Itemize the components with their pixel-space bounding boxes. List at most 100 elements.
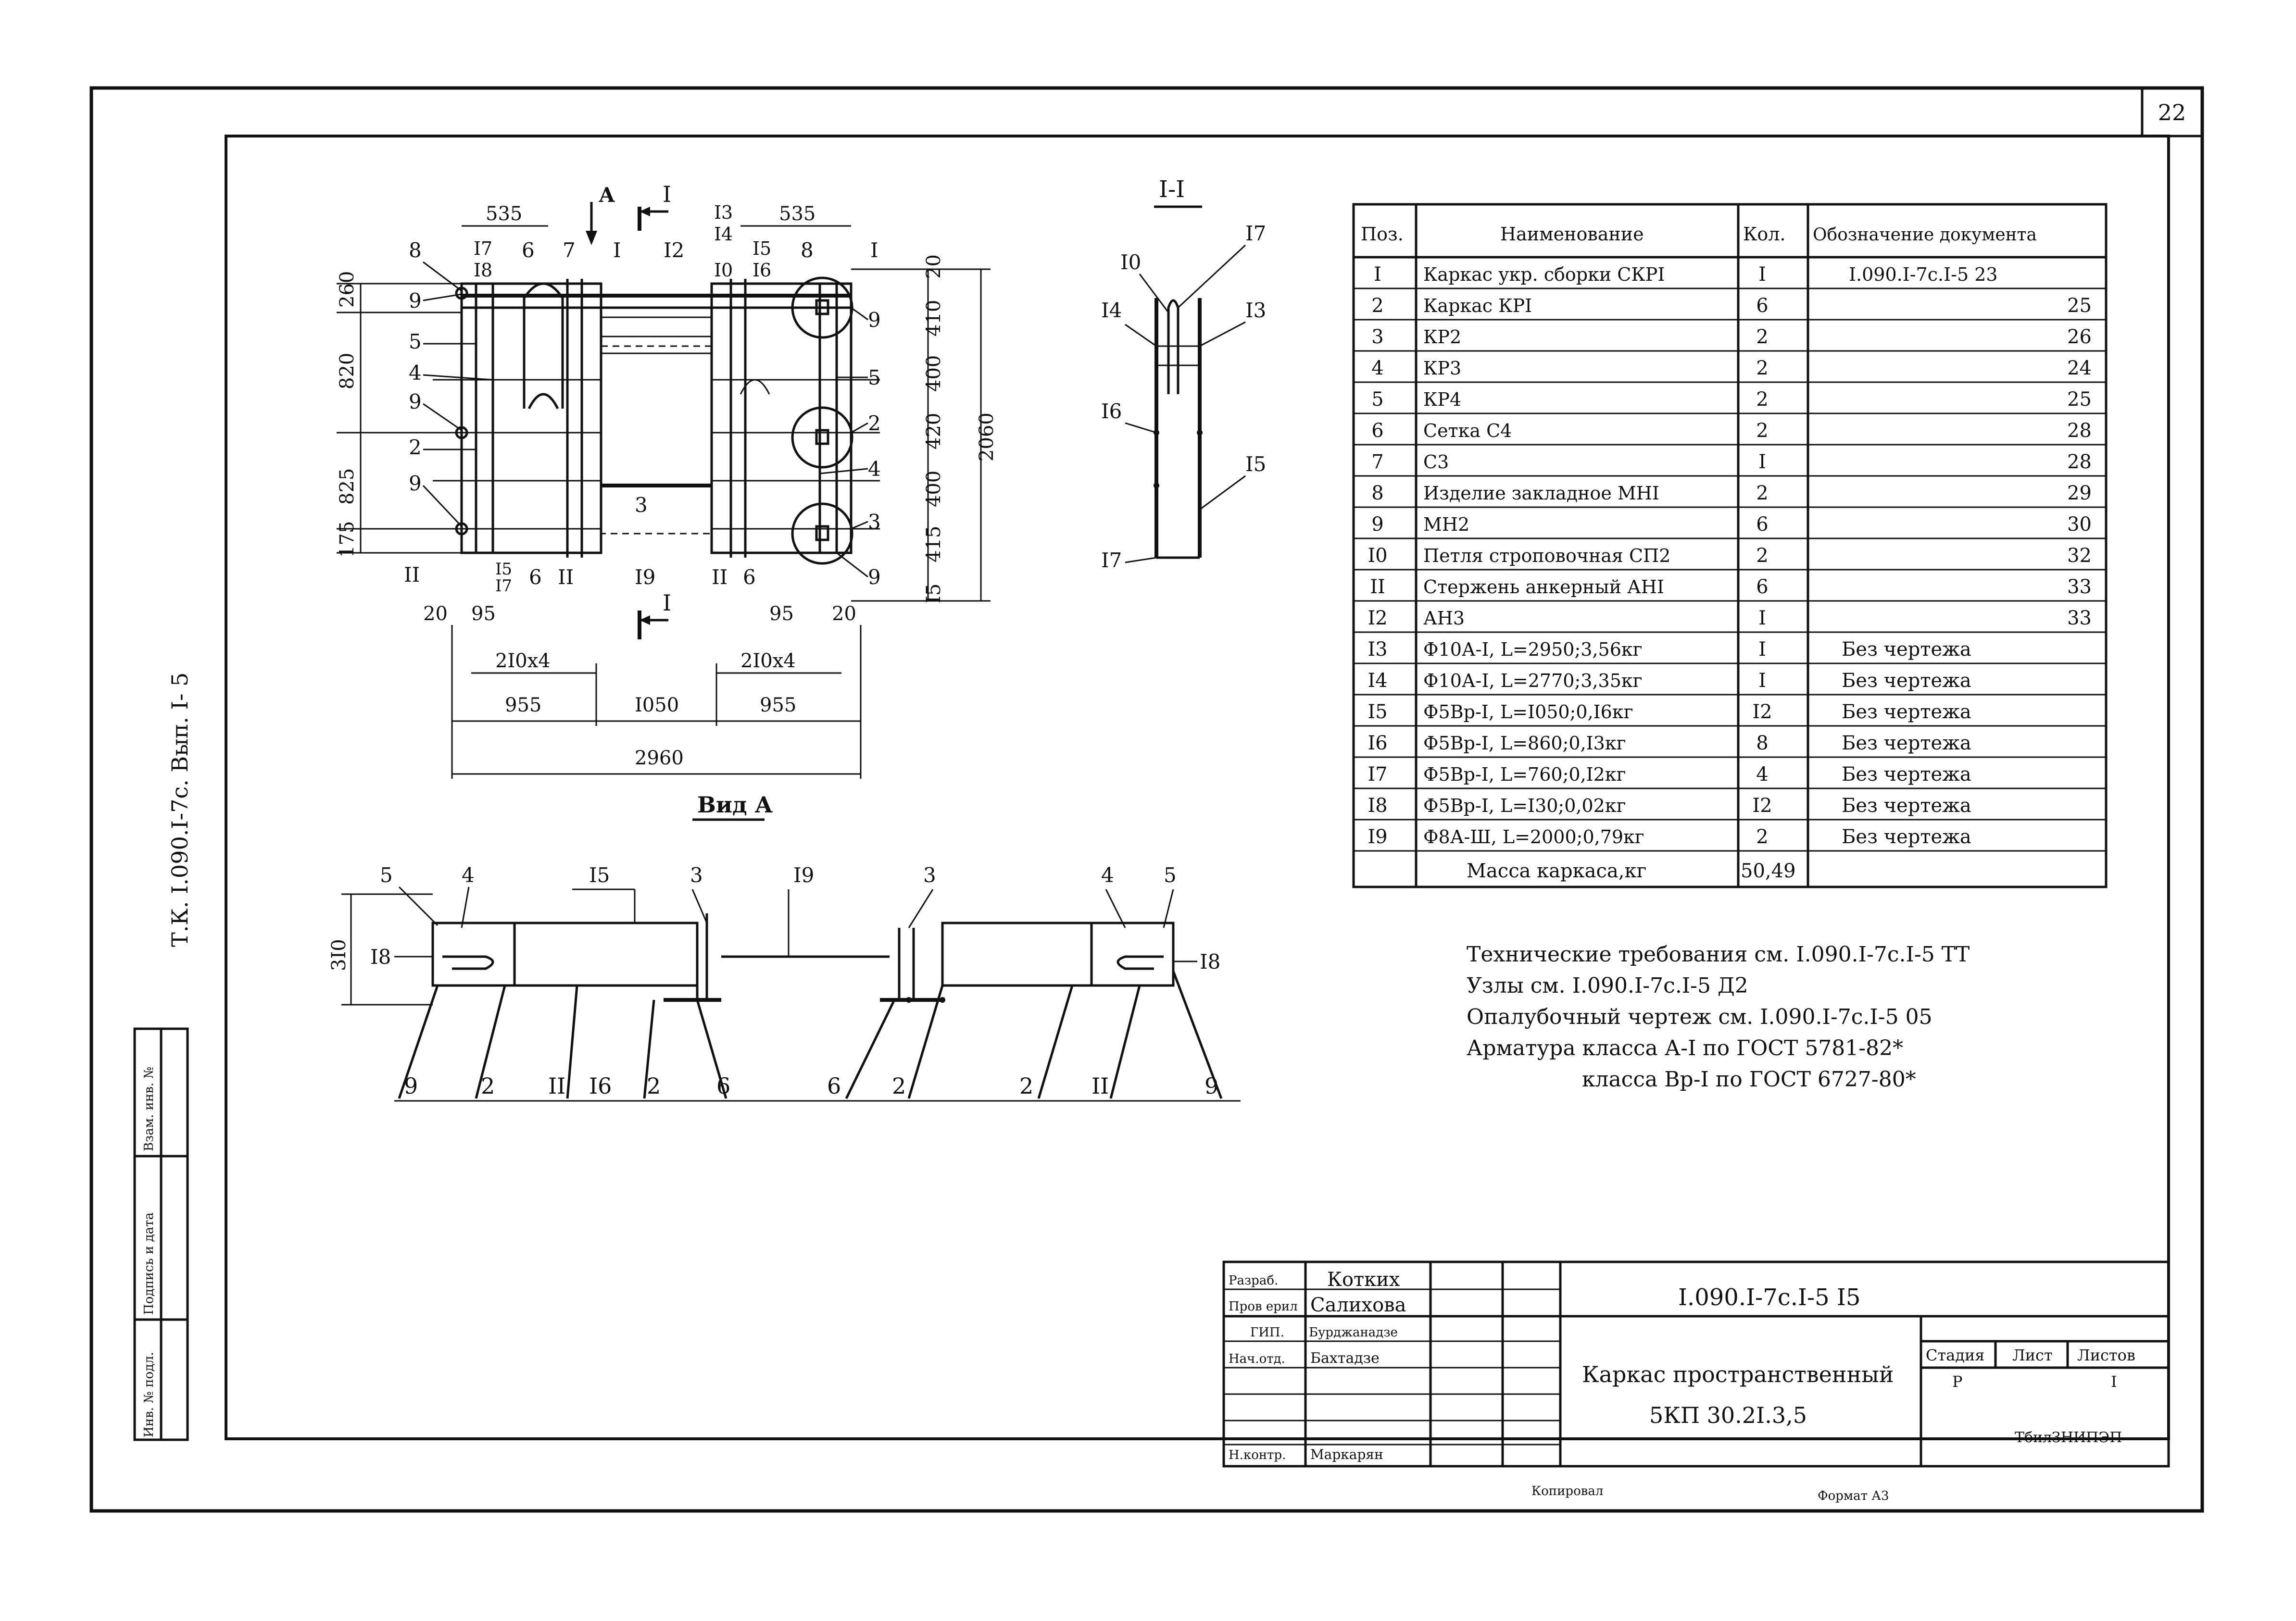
spec-cell-qty: 2: [1756, 482, 1768, 504]
spec-cell-doc: Без чертежа: [1842, 732, 1971, 754]
spec-cell-name: Ф5Вр-I, L=760;0,I2кг: [1423, 764, 1626, 785]
spec-cell-name: КР4: [1423, 389, 1461, 410]
spec-header-qty: Кол.: [1743, 224, 1786, 245]
spec-cell-pos: I9: [1368, 826, 1387, 848]
spec-cell-pos: I3: [1368, 638, 1387, 661]
note-3: Опалубочный чертеж см. I.090.I-7с.I-5 05: [1467, 1005, 1932, 1029]
dim-pitch-right: 2I0x4: [740, 650, 796, 672]
format-label: Формат А3: [1818, 1489, 1889, 1503]
sheet-number-box: [2141, 87, 2204, 137]
tb-name-5: Маркарян: [1310, 1446, 1383, 1462]
spec-cell-pos: 3: [1371, 326, 1383, 348]
tag-8a: 8: [409, 238, 422, 262]
tb-role-4: Нач.отд.: [1229, 1352, 1285, 1366]
tag-17b: I7: [495, 576, 512, 596]
elev-tag-2c: 2: [892, 1073, 906, 1099]
spec-cell-doc: I.090.I-7с.I-5 23: [1849, 264, 1998, 285]
left-stamp: Инв. № подл. Подпись и дата Взам. инв. №: [133, 1027, 189, 1441]
dim-bottom-20a: 20: [423, 603, 448, 625]
tb-org: ТбилЗНИПЭП: [2015, 1429, 2122, 1446]
note-5: класса Вр-I по ГОСТ 6727-80*: [1582, 1067, 1916, 1092]
side-code: Т.К. I.090.I-7с. Вып. I- 5: [167, 673, 193, 947]
spec-cell-qty: 6: [1756, 576, 1768, 598]
tag-17a: I7: [474, 238, 492, 259]
spec-cell-name: АН3: [1423, 608, 1465, 629]
spec-cell-pos: I: [1374, 263, 1381, 286]
dim-right-3: 400: [923, 355, 945, 392]
spec-cell-qty: 2: [1756, 420, 1768, 442]
spec-cell-doc: Без чертежа: [1842, 638, 1971, 661]
spec-cell-name: Ф8А-Ш, L=2000;0,79кг: [1423, 826, 1644, 848]
tag-10: I0: [714, 260, 733, 281]
tag-6b: 6: [529, 565, 542, 589]
elev-tag-15: I5: [589, 863, 610, 887]
tag-16a: I6: [753, 260, 771, 281]
spec-header-pos: Поз.: [1361, 224, 1404, 245]
elev-tag-6b: 6: [827, 1073, 841, 1099]
elev-tag-3: 3: [690, 863, 703, 887]
spec-cell-qty: 2: [1756, 388, 1768, 411]
dim-right-7: I5: [923, 584, 945, 603]
notes: Технические требования см. I.090.I-7с.I-…: [1467, 942, 1970, 1092]
elev-tag-2d: 2: [1019, 1073, 1033, 1099]
dim-pitch-left: 2I0x4: [495, 650, 551, 672]
spec-cell-pos: I0: [1368, 545, 1387, 567]
spec-cell-name: Сетка С4: [1423, 420, 1512, 441]
tag-1a: I: [613, 238, 621, 262]
section-tag-16: I6: [1101, 399, 1122, 423]
elev-tag-2b: 2: [647, 1073, 661, 1099]
elev-tag-3b: 3: [923, 863, 936, 887]
spec-cell-pos: 7: [1371, 451, 1383, 473]
tb-name-1: Котких: [1327, 1269, 1400, 1291]
spec-cell-name: Изделие закладное МНI: [1423, 483, 1659, 504]
spec-cell-name: Ф5Вр-I, L=I30;0,02кг: [1423, 795, 1626, 816]
dim-right-4: 420: [923, 413, 945, 449]
copied-label: Копировал: [1531, 1484, 1603, 1498]
elev-tag-4: 4: [462, 863, 475, 887]
dim-top-right: 535: [779, 203, 816, 225]
elev-tag-2: 2: [481, 1073, 495, 1099]
spec-cell-qty: I: [1758, 263, 1766, 286]
spec-cell-name: МН2: [1423, 514, 1469, 535]
tb-role-5: Н.контр.: [1229, 1448, 1286, 1462]
dim-seg-left: 955: [505, 694, 541, 716]
spec-cell-doc: Без чертежа: [1842, 763, 1971, 786]
tag-9b: 9: [409, 390, 422, 413]
dim-bottom-20b: 20: [832, 603, 856, 625]
tb-role-2: Пров ерил: [1229, 1299, 1298, 1314]
spec-cell-doc: Без чертежа: [1842, 670, 1971, 692]
spec-cell-doc: 33: [2067, 576, 2092, 598]
spec-cell-name: Стержень анкерный АНI: [1423, 576, 1664, 598]
tb-sheets-label: Листов: [2077, 1346, 2135, 1364]
tag-3: 3: [635, 493, 648, 517]
outer-frame: [89, 86, 2204, 1513]
tag-15a: I5: [753, 238, 771, 259]
spec-cell-name: С3: [1423, 451, 1449, 473]
tb-name-3: Бурджанадзе: [1309, 1325, 1398, 1340]
note-4: Арматура класса А-I по ГОСТ 5781-82*: [1467, 1036, 1903, 1060]
tb-name-2: Салихова: [1310, 1294, 1406, 1316]
tag-18a: I8: [474, 260, 492, 281]
spec-cell-doc: 28: [2067, 451, 2092, 473]
note-1: Технические требования см. I.090.I-7с.I-…: [1467, 942, 1970, 967]
tag-11b: II: [558, 565, 574, 589]
spec-cell-name: Ф10А-I, L=2950;3,56кг: [1423, 639, 1643, 660]
spec-cell-doc: 33: [2067, 607, 2092, 629]
tag-2b: 2: [868, 411, 881, 435]
tag-8b: 8: [801, 238, 814, 262]
spec-cell-doc: 29: [2067, 482, 2092, 504]
dim-right-1: 20: [923, 254, 945, 279]
spec-mass-label: Масса каркаса,кг: [1467, 860, 1646, 882]
tag-11a: II: [404, 563, 420, 586]
tag-6c: 6: [743, 565, 756, 589]
tag-5b: 5: [868, 366, 881, 389]
section-tag-13: I3: [1245, 299, 1266, 322]
spec-cell-doc: 25: [2067, 388, 2092, 411]
spec-cell-pos: 5: [1371, 388, 1383, 411]
spec-cell-pos: 4: [1371, 357, 1383, 379]
spec-cell-qty: 2: [1756, 545, 1768, 567]
tag-13: I3: [714, 202, 733, 223]
spec-cell-pos: I6: [1368, 732, 1387, 754]
spec-cell-name: Ф5Вр-I, L=I050;0,I6кг: [1423, 701, 1633, 723]
